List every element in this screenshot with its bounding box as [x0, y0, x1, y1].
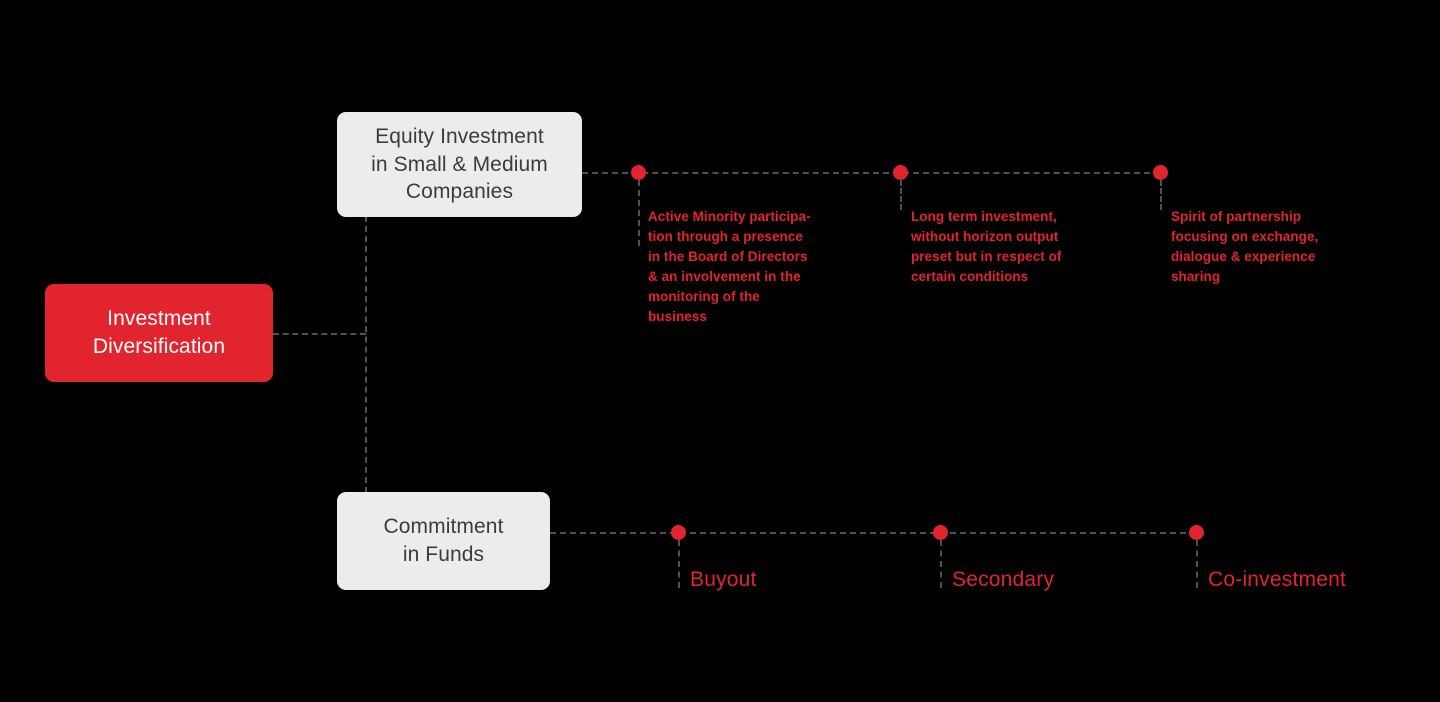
connector-drop-co-investment	[1196, 540, 1198, 588]
connector-vertical-spine	[365, 216, 367, 493]
connector-drop-long-term-investment	[900, 180, 902, 210]
connector-root-to-spine	[273, 333, 366, 335]
dot-active-minority-participation[interactable]	[631, 165, 646, 180]
connector-drop-buyout	[678, 540, 680, 588]
connector-drop-secondary	[940, 540, 942, 588]
dot-buyout[interactable]	[671, 525, 686, 540]
connector-rail-commitment	[550, 532, 1196, 534]
dot-co-investment[interactable]	[1189, 525, 1204, 540]
connector-drop-active-minority-participation	[638, 180, 640, 246]
dot-secondary[interactable]	[933, 525, 948, 540]
dot-long-term-investment[interactable]	[893, 165, 908, 180]
text-long-term-investment: Long term investment, without horizon ou…	[911, 209, 1062, 284]
connector-drop-spirit-of-partnership	[1160, 180, 1162, 210]
node-investment-diversification[interactable]: Investment Diversification	[45, 284, 273, 382]
node-equity-investment[interactable]: Equity Investment in Small & Medium Comp…	[337, 112, 582, 217]
label-buyout: Buyout	[690, 568, 757, 591]
connector-rail-equity	[582, 172, 1160, 174]
dot-spirit-of-partnership[interactable]	[1153, 165, 1168, 180]
label-co-investment: Co-investment	[1208, 568, 1346, 591]
node-commitment-in-funds[interactable]: Commitment in Funds	[337, 492, 550, 590]
label-secondary: Secondary	[952, 568, 1055, 591]
text-spirit-of-partnership: Spirit of partnership focusing on exchan…	[1171, 209, 1319, 284]
text-active-minority-participation: Active Minority participa- tion through …	[648, 209, 811, 324]
